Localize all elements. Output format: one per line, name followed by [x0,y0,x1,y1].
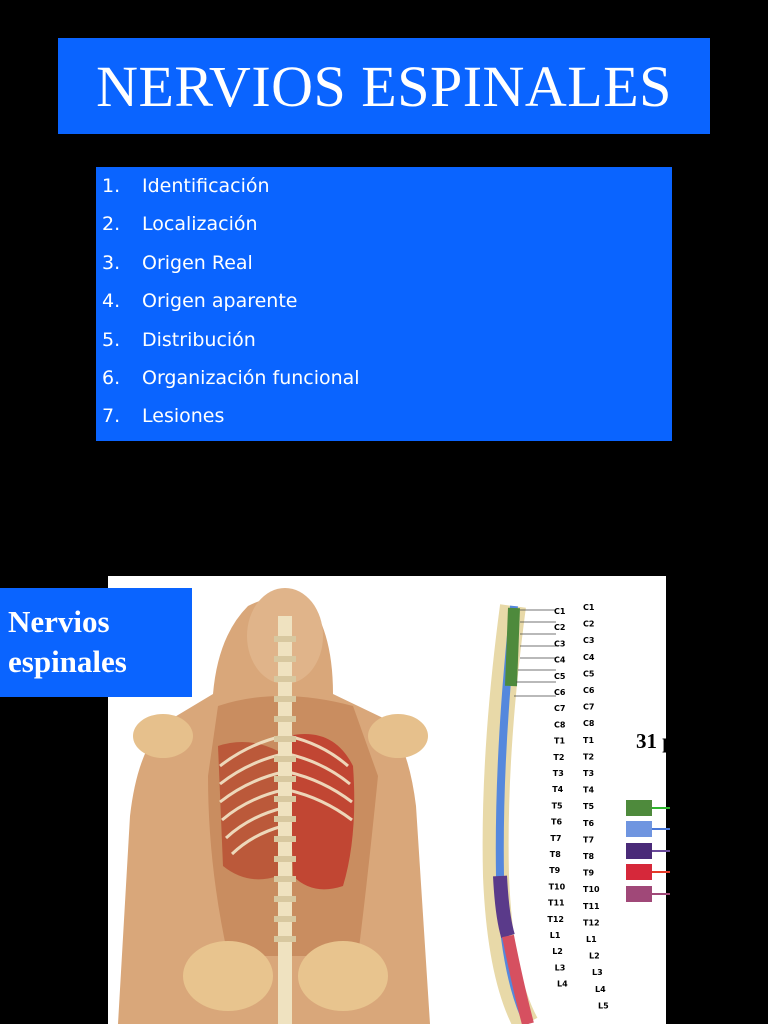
vertebra-label-left: C8 [554,720,566,729]
vertebra-label-right: T8 [583,852,594,861]
vertebra-label-right: L3 [592,968,603,977]
list-item: 3. Origen Real [102,246,672,284]
list-item: 5. Distribución [102,323,672,361]
topics-list-box: 1. Identificación 2. Localización 3. Origen… [96,167,672,441]
vertebra-label-right: T4 [583,786,594,795]
vertebra-label-left: C1 [554,607,566,616]
vertebra-label-left: T3 [553,769,564,778]
vertebra-label-right: C7 [583,703,594,712]
vertebra-label-right: C6 [583,686,595,695]
vertebra-label-right: T2 [583,752,594,761]
vertebra-label-right: T9 [583,869,594,878]
vertebra-label-right: L4 [595,985,606,994]
vertebra-label-right: T6 [583,819,594,828]
subtitle-box: Nervios espinales [0,588,192,697]
vertebra-label-right: T1 [583,736,594,745]
vertebra-label-left: C2 [554,623,565,632]
legend-label: 1 COCCÍGEO [672,887,739,899]
list-text: Origen Real [142,251,253,274]
vertebra-label-right: L5 [598,1001,609,1010]
subtitle-line-1: Nervios [8,604,110,639]
vertebra-label-left: T7 [550,834,561,843]
vertebra-label-left: T6 [551,818,562,827]
vertebra-label-left: T10 [549,882,566,891]
list-text: Organización funcional [142,366,360,389]
list-number: 3. [102,251,121,274]
legend-swatch [626,843,652,859]
list-text: Distribución [142,328,256,351]
vertebra-label-left: T2 [553,753,564,762]
vertebra-label-left: T9 [549,866,560,875]
legend-label: 12 TORÁCICOS [672,822,750,834]
vertebra-label-left: C5 [554,672,566,681]
vertebra-label-right: L1 [586,935,597,944]
list-number: 5. [102,328,121,351]
vertebra-label-left: L1 [550,931,561,940]
vertebra-label-left: T1 [554,737,565,746]
spine-illustration: C1C2C3C4C5C6C7C8T1T2T3T4T5T6T7T8T9T10T11… [118,588,609,1024]
vertebra-label-left: C3 [554,639,565,648]
vertebra-label-right: T11 [583,902,600,911]
legend-line [652,850,670,852]
vertebra-label-right: C1 [583,603,595,612]
vertebra-label-right: T5 [583,802,594,811]
list-item: 1. Identificación [102,169,672,207]
list-text: Identificación [142,175,270,197]
vertebra-label-left: T4 [552,785,563,794]
spinal-column-diagram: C1C2C3C4C5C6C7C8T1T2T3T4T5T6T7T8T9T10T11… [482,603,609,1024]
legend-line [652,893,670,895]
legend-swatch [626,821,652,837]
legend-swatch [626,864,652,880]
list-text: Lesiones [142,405,225,428]
vertebra-label-right: T12 [583,918,600,927]
vertebra-label-left: L3 [555,963,566,972]
vertebra-label-left: T5 [552,801,563,810]
legend-label: 5 SACROS [672,865,726,877]
legend-line [652,807,670,809]
vertebra-label-right: C4 [583,653,595,662]
list-item: 4. Origen aparente [102,284,672,322]
vertebra-label-right: C2 [583,620,594,629]
legend-swatch [626,886,652,902]
vertebra-label-left: C4 [554,656,566,665]
list-item: 7. Lesiones [102,399,672,437]
vertebra-label-left: T12 [547,915,564,924]
vertebra-label-right: T10 [583,885,600,894]
legend-line [652,828,670,830]
legend-label: 5 LUMBARES [672,844,740,856]
pairs-label: 31 pares [636,729,711,753]
subtitle-line-2: espinales [8,644,127,679]
list-item: 2. Localización [102,207,672,245]
vertebra-label-right: C3 [583,636,594,645]
vertebra-label-right: T3 [583,769,594,778]
vertebra-label-left: C7 [554,704,565,713]
vertebra-label-right: L2 [589,952,600,961]
list-number: 2. [102,213,121,236]
vertebra-label-left: T8 [550,850,561,859]
vertebra-label-left: C6 [554,688,566,697]
vertebra-label-left: L4 [557,980,568,989]
vertebra-label-right: C8 [583,719,595,728]
list-number: 6. [102,366,121,389]
page-title: NERVIOS ESPINALES [96,53,672,119]
legend-swatch [626,800,652,816]
list-number: 4. [102,290,121,313]
back-anatomy-image [118,588,430,1024]
list-number: 7. [102,405,121,428]
vertebra-label-left: L2 [552,947,563,956]
vertebra-label-right: C5 [583,669,595,678]
list-text: Localización [142,213,258,236]
list-text: Origen aparente [142,290,298,313]
vertebra-label-left: T11 [548,899,565,908]
legend-line [652,871,670,873]
list-item: 6. Organización funcional [102,361,672,399]
legend-label: 8 CERVICALES [672,801,747,813]
vertebra-label-right: T7 [583,835,594,844]
title-banner: NERVIOS ESPINALES [58,38,710,134]
topics-list: 1. Identificación 2. Localización 3. Origen… [102,169,672,438]
list-number: 1. [102,175,121,197]
